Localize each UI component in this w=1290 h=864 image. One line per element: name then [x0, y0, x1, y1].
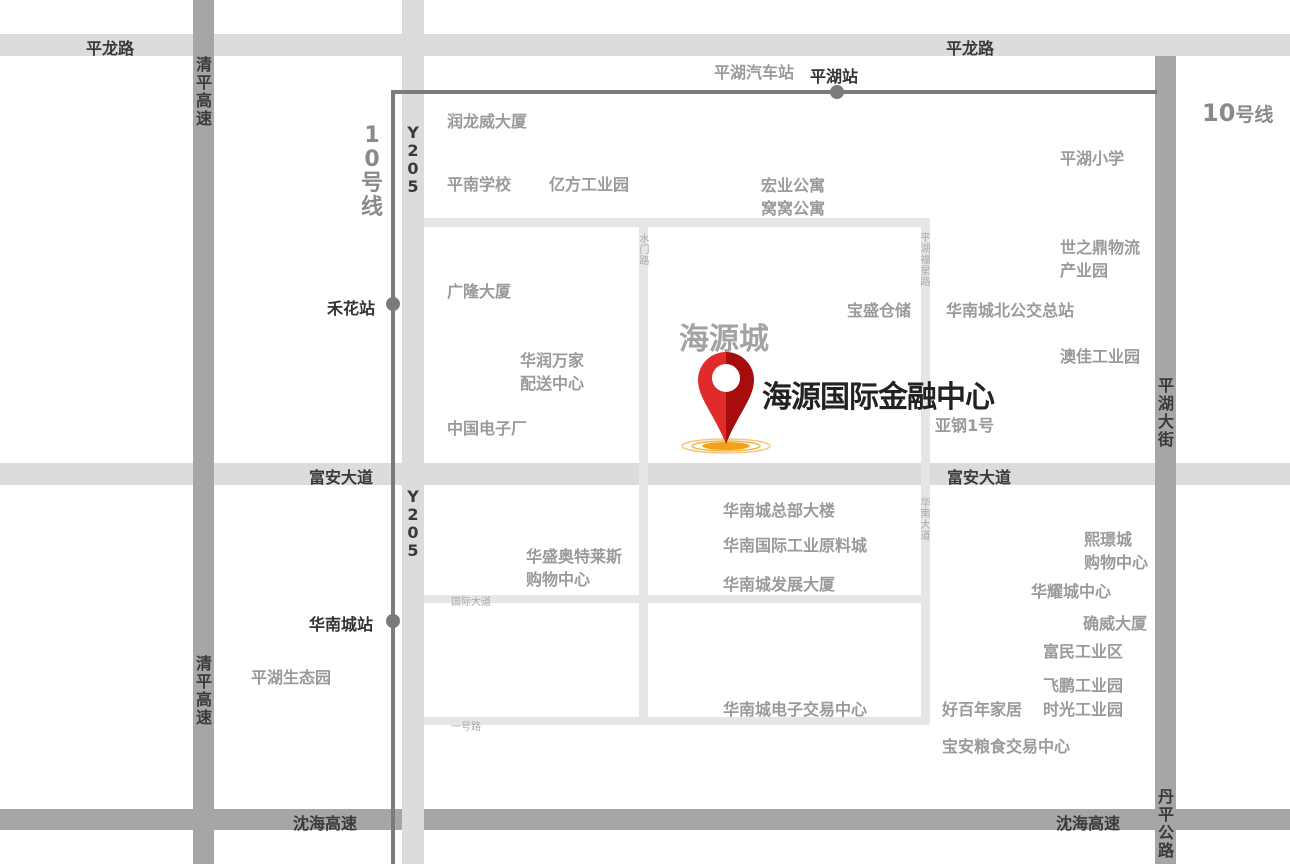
road-label-shenhai-right: 沈海高速: [1056, 814, 1121, 833]
poi-xijing-line1[interactable]: 熙璟城: [1084, 530, 1133, 549]
poi-yifang-park[interactable]: 亿方工业园: [549, 175, 630, 194]
poi-runlongwei[interactable]: 润龙威大厦: [447, 112, 528, 131]
road-label-yihao: 一号路: [451, 722, 481, 733]
metro-line-suffix: 号线: [1235, 104, 1274, 126]
metro-line-label-vertical: 10号线: [357, 124, 387, 220]
road-label-fuan-left: 富安大道: [309, 468, 374, 487]
metro-line-vertical-text: 10号线: [360, 123, 383, 220]
road-guoji: [424, 595, 929, 603]
metro-line-number: 10: [1202, 99, 1236, 127]
poi-huarun-line1[interactable]: 华润万家: [520, 351, 585, 370]
poi-feipeng-park[interactable]: 飞鹏工业园: [1043, 676, 1124, 695]
road-inner-north: [424, 218, 929, 227]
road-y205: [402, 0, 424, 864]
poi-pinghu-primary[interactable]: 平湖小学: [1060, 149, 1125, 168]
road-shuimen: [639, 218, 648, 723]
poi-yagang[interactable]: 亚钢1号: [935, 416, 995, 435]
station-label-pinghu[interactable]: 平湖站: [810, 67, 859, 86]
poi-haobainian[interactable]: 好百年家居: [942, 700, 1023, 719]
poi-shiguang-park[interactable]: 时光工业园: [1043, 700, 1124, 719]
station-dot-icon[interactable]: [830, 85, 844, 99]
station-dot-icon[interactable]: [386, 297, 400, 311]
road-label-pinghu-street: 平湖大街: [1158, 376, 1175, 449]
poi-huasheng-outlets-line1[interactable]: 华盛奥特莱斯: [526, 547, 623, 566]
road-pinglong: [0, 34, 1290, 56]
map-pin-icon[interactable]: [680, 348, 772, 458]
metro-line-10-horizontal: [391, 90, 1157, 94]
poi-pingnan-school[interactable]: 平南学校: [447, 175, 512, 194]
poi-baoan-grain[interactable]: 宝安粮食交易中心: [942, 737, 1071, 756]
pin-hole: [712, 364, 740, 392]
poi-china-electronics[interactable]: 中国电子厂: [447, 419, 528, 438]
metro-line-label-right: 10号线: [1202, 99, 1273, 127]
poi-pinghu-bus-station[interactable]: 平湖汽车站: [714, 63, 795, 82]
road-pinghu-fuxing: [921, 218, 930, 723]
pin-base: [702, 442, 750, 450]
poi-shizhiding-line1[interactable]: 世之鼎物流: [1060, 238, 1141, 257]
poi-huayao[interactable]: 华耀城中心: [1031, 582, 1112, 601]
metro-line-10-vertical: [391, 90, 395, 864]
poi-aojia-park[interactable]: 澳佳工业园: [1060, 347, 1141, 366]
road-yihao: [424, 717, 929, 725]
road-shenhai: [0, 809, 1290, 830]
road-label-fuan-right: 富安大道: [947, 468, 1012, 487]
road-label-danping: 丹平公路: [1158, 787, 1175, 860]
road-label-pinglong-right: 平龙路: [946, 39, 995, 58]
road-label-y205-bottom: Y205: [407, 487, 419, 560]
road-label-pinghu-fuxing: 平湖福星路: [920, 233, 931, 288]
road-label-y205-top: Y205: [407, 123, 419, 196]
road-qingping: [193, 0, 214, 864]
poi-huanan-north-bus[interactable]: 华南城北公交总站: [946, 301, 1075, 320]
poi-huanan-materials[interactable]: 华南国际工业原料城: [723, 536, 868, 555]
road-label-shenhai-left: 沈海高速: [293, 814, 358, 833]
road-label-pinglong-left: 平龙路: [86, 39, 135, 58]
main-location-label[interactable]: 海源国际金融中心: [762, 380, 995, 415]
station-label-hehua[interactable]: 禾花站: [327, 299, 376, 318]
station-label-huanancheng[interactable]: 华南城站: [309, 615, 374, 634]
poi-guanglong[interactable]: 广隆大厦: [447, 282, 512, 301]
poi-quewei[interactable]: 确威大厦: [1083, 614, 1148, 633]
poi-baosheng-storage[interactable]: 宝盛仓储: [847, 301, 912, 320]
poi-xijing-line2[interactable]: 购物中心: [1084, 553, 1149, 572]
poi-pinghu-eco-park[interactable]: 平湖生态园: [251, 668, 332, 687]
poi-huanan-electronic-trade[interactable]: 华南城电子交易中心: [723, 700, 868, 719]
poi-huarun-line2[interactable]: 配送中心: [520, 374, 585, 393]
poi-hongye-apartment[interactable]: 宏业公寓: [761, 176, 826, 195]
road-label-qingping-bottom: 清平高速: [196, 654, 213, 727]
road-label-huanan-avenue: 华南大道: [920, 498, 931, 542]
poi-fumin-park[interactable]: 富民工业区: [1043, 642, 1124, 661]
road-label-shuimen: 水门路: [639, 234, 650, 267]
poi-huanan-hq[interactable]: 华南城总部大楼: [723, 501, 836, 520]
station-dot-icon[interactable]: [386, 614, 400, 628]
district-label: 海源城: [679, 322, 769, 357]
poi-huasheng-outlets-line2[interactable]: 购物中心: [526, 570, 591, 589]
poi-huanan-development[interactable]: 华南城发展大厦: [723, 575, 836, 594]
road-label-qingping-top: 清平高速: [196, 55, 213, 128]
road-label-guoji: 国际大道: [451, 597, 491, 608]
road-pinghu-street: [1155, 56, 1176, 864]
poi-wowo-apartment[interactable]: 窝窝公寓: [761, 199, 826, 218]
poi-shizhiding-line2[interactable]: 产业园: [1060, 261, 1109, 280]
